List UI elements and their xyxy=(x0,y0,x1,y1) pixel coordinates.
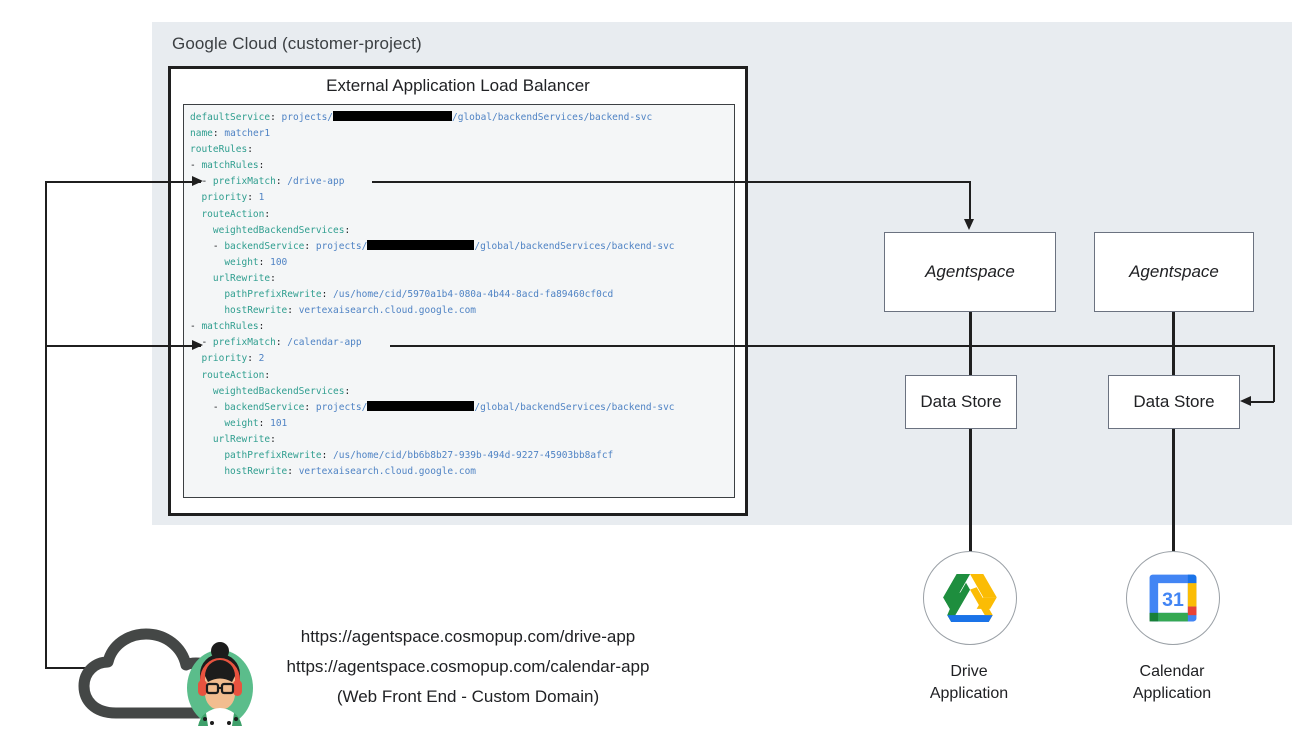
yaml-key-routeaction-2: routeAction xyxy=(201,369,265,381)
yaml-key-hostrewrite-2: hostRewrite xyxy=(224,466,288,478)
yaml-key-backendservice-2: backendService xyxy=(224,401,305,413)
yaml-key-weightedbackendservices-1: weightedBackendServices xyxy=(212,224,345,236)
yaml-value-weight-1: 100 xyxy=(270,256,288,268)
yaml-value-prefixmatch-calendar: /calendar-app xyxy=(287,337,362,349)
route-drive-vertical xyxy=(969,181,971,221)
yaml-value-backend-suffix-1: /global/backendServices/backend-svc xyxy=(474,240,675,252)
yaml-value-priority-2: 2 xyxy=(258,353,265,365)
yaml-key-priority-2: priority xyxy=(201,353,248,365)
yaml-value-projects-prefix-1: projects/ xyxy=(315,240,368,252)
frontend-calendar-vertical xyxy=(45,345,47,455)
frontend-calendar-horizontal xyxy=(45,345,201,347)
yaml-value-backend-suffix: /global/backendServices/backend-svc xyxy=(452,112,653,123)
yaml-key-weightedbackendservices-2: weightedBackendServices xyxy=(212,385,345,397)
frontend-drive-entry xyxy=(45,667,100,669)
agentspace-calendar-box: Agentspace xyxy=(1094,232,1254,312)
yaml-key-prefixmatch-calendar: prefixMatch xyxy=(212,337,276,349)
frontend-calendar-arrowhead-icon xyxy=(192,340,203,350)
redaction-bar xyxy=(333,111,453,121)
connector-agentspace-drive-to-datastore xyxy=(969,312,973,375)
front-end-urls: https://agentspace.cosmopup.com/drive-ap… xyxy=(278,622,658,712)
yaml-value-pathprefixrewrite-calendar: /us/home/cid/bb6b8b27-939b-494d-9227-459… xyxy=(333,449,614,461)
datastore-drive-box: Data Store xyxy=(905,375,1017,429)
yaml-key-backendservice-1: backendService xyxy=(224,240,305,252)
yaml-key-routeaction-1: routeAction xyxy=(201,208,265,220)
yaml-key-pathprefixrewrite-1: pathPrefixRewrite xyxy=(224,289,322,301)
web-front-end-user-graphic xyxy=(78,618,268,726)
route-calendar-arrowhead-icon xyxy=(1240,396,1251,406)
svg-text:31: 31 xyxy=(1162,589,1184,611)
url-map-yaml-config: defaultService: projects//global/backend… xyxy=(183,104,735,498)
drive-application-label: Drive Application xyxy=(869,661,1069,705)
yaml-key-weight-2: weight xyxy=(224,417,259,429)
drive-application-label-line1: Drive xyxy=(950,663,988,680)
yaml-key-prefixmatch-drive: prefixMatch xyxy=(212,176,276,188)
connector-datastore-calendar-to-app xyxy=(1172,429,1176,554)
route-drive-horizontal xyxy=(372,181,971,183)
front-end-caption: (Web Front End - Custom Domain) xyxy=(336,687,600,706)
calendar-application-label-line1: Calendar xyxy=(1139,663,1205,680)
yaml-value-prefixmatch-drive: /drive-app xyxy=(287,176,345,188)
yaml-value-hostrewrite-1: vertexaisearch.cloud.google.com xyxy=(298,305,477,317)
url-drive-app: https://agentspace.cosmopup.com/drive-ap… xyxy=(300,627,636,646)
calendar-application-label-line2: Application xyxy=(1132,685,1212,702)
yaml-key-priority-1: priority xyxy=(201,192,248,204)
avatar-icon xyxy=(187,642,253,726)
connector-agentspace-calendar-to-datastore xyxy=(1172,312,1176,375)
calendar-application-label: Calendar Application xyxy=(1072,661,1272,705)
yaml-value-priority-1: 1 xyxy=(258,192,265,204)
agentspace-drive-box: Agentspace xyxy=(884,232,1056,312)
google-calendar-icon: 31 xyxy=(1149,574,1197,622)
yaml-key-name: name xyxy=(190,128,213,140)
url-calendar-app: https://agentspace.cosmopup.com/calendar… xyxy=(286,657,650,676)
google-drive-icon xyxy=(943,574,997,622)
yaml-key-matchrules-2: matchRules xyxy=(201,321,259,333)
yaml-value-projects-prefix: projects/ xyxy=(281,112,334,123)
drive-application-label-line2: Application xyxy=(929,685,1009,702)
route-calendar-horizontal-return xyxy=(1251,401,1274,403)
yaml-value-backend-suffix-2: /global/backendServices/backend-svc xyxy=(474,401,675,413)
yaml-key-pathprefixrewrite-2: pathPrefixRewrite xyxy=(224,449,322,461)
yaml-key-weight-1: weight xyxy=(224,256,259,268)
yaml-key-urlrewrite-1: urlRewrite xyxy=(212,272,271,284)
route-calendar-vertical xyxy=(1273,345,1275,402)
frontend-drive-arrowhead-icon xyxy=(192,176,203,186)
yaml-value-name: matcher1 xyxy=(224,128,271,140)
drive-application-icon-circle xyxy=(923,551,1017,645)
yaml-value-projects-prefix-2: projects/ xyxy=(315,401,368,413)
yaml-key-matchrules-1: matchRules xyxy=(201,160,259,172)
yaml-key-defaultservice: defaultService xyxy=(190,112,271,123)
datastore-calendar-box: Data Store xyxy=(1108,375,1240,429)
yaml-key-routerules: routeRules xyxy=(190,144,248,156)
yaml-value-hostrewrite-2: vertexaisearch.cloud.google.com xyxy=(298,466,477,478)
load-balancer-title: External Application Load Balancer xyxy=(326,76,590,95)
redaction-bar xyxy=(367,400,475,411)
connector-datastore-drive-to-app xyxy=(969,429,973,554)
redaction-bar xyxy=(367,239,475,250)
route-calendar-horizontal xyxy=(390,345,1274,347)
yaml-key-urlrewrite-2: urlRewrite xyxy=(212,433,271,445)
frontend-drive-horizontal xyxy=(45,181,201,183)
calendar-application-icon-circle: 31 xyxy=(1126,551,1220,645)
yaml-value-weight-2: 101 xyxy=(270,417,288,429)
google-cloud-panel-label: Google Cloud (customer-project) xyxy=(172,34,422,53)
yaml-value-pathprefixrewrite-drive: /us/home/cid/5970a1b4-080a-4b44-8acd-fa8… xyxy=(333,289,614,301)
route-drive-arrowhead-icon xyxy=(964,219,974,230)
yaml-key-hostrewrite-1: hostRewrite xyxy=(224,305,288,317)
